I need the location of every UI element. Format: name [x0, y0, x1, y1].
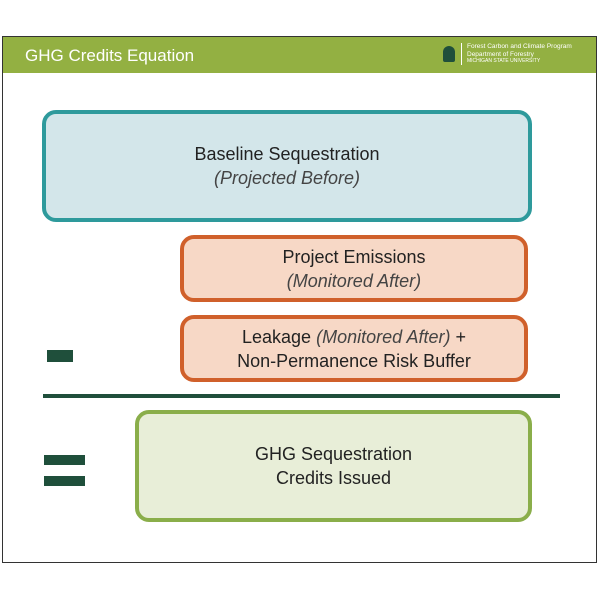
- leakage-plus: +: [450, 326, 466, 347]
- diagram-frame: [2, 36, 597, 563]
- result-box: GHG Sequestration Credits Issued: [135, 410, 532, 522]
- spartan-helmet-icon: [443, 46, 455, 63]
- logo-line-1: Forest Carbon and Climate Program: [467, 43, 572, 50]
- baseline-note: (Projected Before): [213, 168, 361, 188]
- equals-sign-top: [44, 455, 85, 465]
- minus-sign: [47, 350, 73, 362]
- logo-divider: [461, 43, 462, 66]
- emissions-note: (Monitored After): [286, 270, 422, 291]
- msu-logo: Forest Carbon and Climate Program Depart…: [443, 43, 572, 66]
- leakage-label: Leakage: [242, 326, 312, 347]
- emissions-label: Project Emissions: [282, 246, 426, 267]
- baseline-box: Baseline Sequestration (Projected Before…: [42, 110, 532, 222]
- equals-sign-bottom: [44, 476, 85, 486]
- result-line-1: GHG Sequestration: [254, 444, 413, 464]
- emissions-box: Project Emissions (Monitored After): [180, 235, 528, 302]
- page-title: GHG Credits Equation: [25, 46, 195, 65]
- sum-line: [43, 394, 560, 398]
- leakage-note: (Monitored After): [316, 326, 451, 347]
- leakage-box: Leakage (Monitored After) + Non-Permanen…: [180, 315, 528, 382]
- header-bar: GHG Credits Equation Forest Carbon and C…: [3, 37, 596, 73]
- result-line-2: Credits Issued: [275, 468, 392, 488]
- logo-line-2: Department of Forestry: [467, 50, 534, 58]
- baseline-label: Baseline Sequestration: [194, 144, 380, 164]
- risk-buffer-label: Non-Permanence Risk Buffer: [237, 350, 471, 371]
- logo-line-3: MICHIGAN STATE UNIVERSITY: [467, 58, 541, 64]
